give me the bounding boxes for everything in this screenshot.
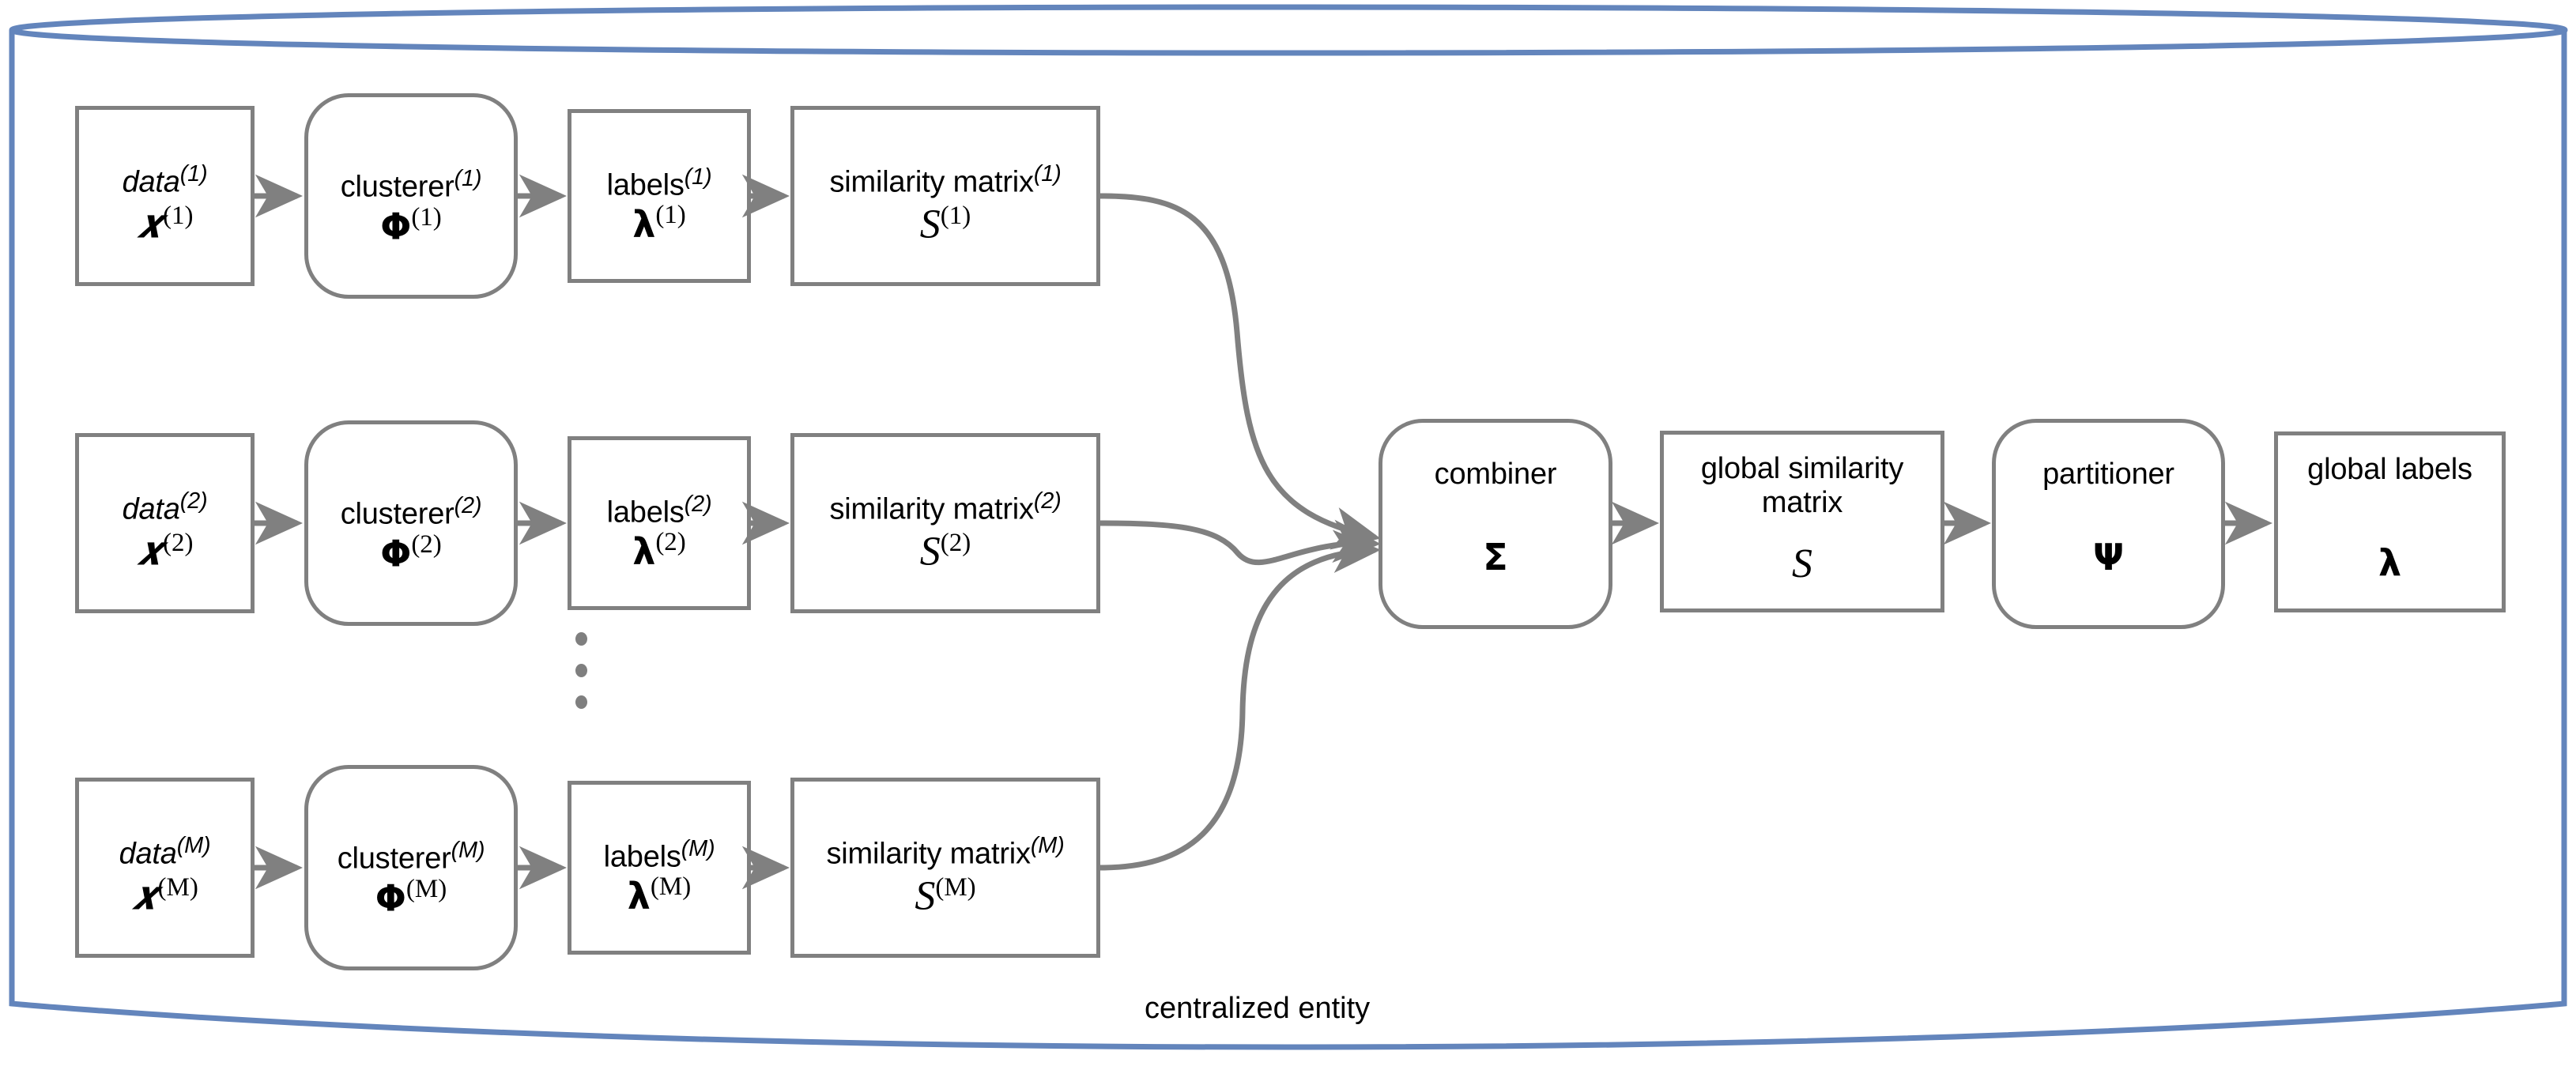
- labels-box-1[interactable]: labels(1) λ(1): [568, 109, 751, 283]
- labels-box-2-title: labels(2): [606, 491, 712, 529]
- data-box-m[interactable]: data(M) 𝒙(M): [75, 778, 255, 958]
- labels-box-1-symbol: λ(1): [632, 200, 686, 246]
- similarity-matrix-box-2-symbol: S(2): [919, 529, 971, 575]
- global-labels-box-title: global labels: [2307, 453, 2472, 486]
- vertical-ellipsis-icon: [575, 632, 599, 711]
- global-similarity-matrix-box-title: global similarity matrix: [1700, 452, 1904, 519]
- similarity-matrix-box-m[interactable]: similarity matrix(M) S(M): [790, 778, 1100, 958]
- global-similarity-matrix-box[interactable]: global similarity matrix S: [1660, 431, 1944, 612]
- similarity-matrix-box-m-symbol: S(M): [915, 873, 976, 919]
- combiner-box[interactable]: combiner Σ: [1379, 419, 1612, 629]
- similarity-matrix-box-1-symbol: S(1): [919, 202, 971, 247]
- partitioner-box[interactable]: partitioner Ψ: [1992, 419, 2225, 629]
- clusterer-box-m-title: clusterer(M): [337, 837, 485, 876]
- clusterer-box-1-title: clusterer(1): [340, 165, 482, 204]
- clusterer-box-m[interactable]: clusterer(M) Φ(M): [304, 765, 518, 970]
- centralized-entity-container: [9, 4, 2568, 1050]
- labels-box-m-symbol: λ(M): [627, 872, 692, 917]
- similarity-matrix-box-2-title: similarity matrix(2): [829, 488, 1062, 526]
- similarity-matrix-box-2[interactable]: similarity matrix(2) S(2): [790, 433, 1100, 613]
- data-box-1-symbol: 𝒙(1): [136, 202, 194, 247]
- labels-box-2-symbol: λ(2): [632, 527, 686, 573]
- clusterer-box-1[interactable]: clusterer(1) Φ(1): [304, 93, 518, 299]
- centralized-entity-caption: centralized entity: [1145, 992, 1371, 1025]
- clusterer-box-2[interactable]: clusterer(2) Φ(2): [304, 420, 518, 626]
- similarity-matrix-box-m-title: similarity matrix(M): [826, 832, 1065, 871]
- partitioner-box-symbol: Ψ: [2092, 536, 2125, 578]
- clusterer-box-2-title: clusterer(2): [340, 492, 482, 531]
- combiner-box-title: combiner: [1434, 458, 1557, 491]
- clusterer-box-2-symbol: Φ(2): [380, 530, 442, 575]
- global-labels-box[interactable]: global labels λ: [2274, 431, 2506, 612]
- labels-box-2[interactable]: labels(2) λ(2): [568, 436, 751, 610]
- combiner-box-symbol: Σ: [1483, 536, 1508, 578]
- data-box-2-title: data(2): [122, 488, 208, 526]
- data-box-1-title: data(1): [122, 160, 208, 199]
- data-box-m-title: data(M): [119, 832, 211, 871]
- data-box-m-symbol: 𝒙(M): [131, 873, 198, 919]
- global-similarity-matrix-box-symbol: S: [1792, 541, 1812, 586]
- similarity-matrix-box-1-title: similarity matrix(1): [829, 160, 1062, 199]
- labels-box-m[interactable]: labels(M) λ(M): [568, 781, 751, 955]
- global-labels-box-symbol: λ: [2378, 541, 2402, 584]
- labels-box-1-title: labels(1): [606, 164, 712, 202]
- data-box-1[interactable]: data(1) 𝒙(1): [75, 106, 255, 286]
- clusterer-box-m-symbol: Φ(M): [375, 875, 447, 920]
- labels-box-m-title: labels(M): [603, 835, 715, 874]
- partitioner-box-title: partitioner: [2042, 458, 2174, 491]
- clusterer-box-1-symbol: Φ(1): [380, 203, 442, 248]
- similarity-matrix-box-1[interactable]: similarity matrix(1) S(1): [790, 106, 1100, 286]
- data-box-2[interactable]: data(2) 𝒙(2): [75, 433, 255, 613]
- data-box-2-symbol: 𝒙(2): [136, 529, 194, 575]
- converging-connectors: [1099, 193, 1381, 871]
